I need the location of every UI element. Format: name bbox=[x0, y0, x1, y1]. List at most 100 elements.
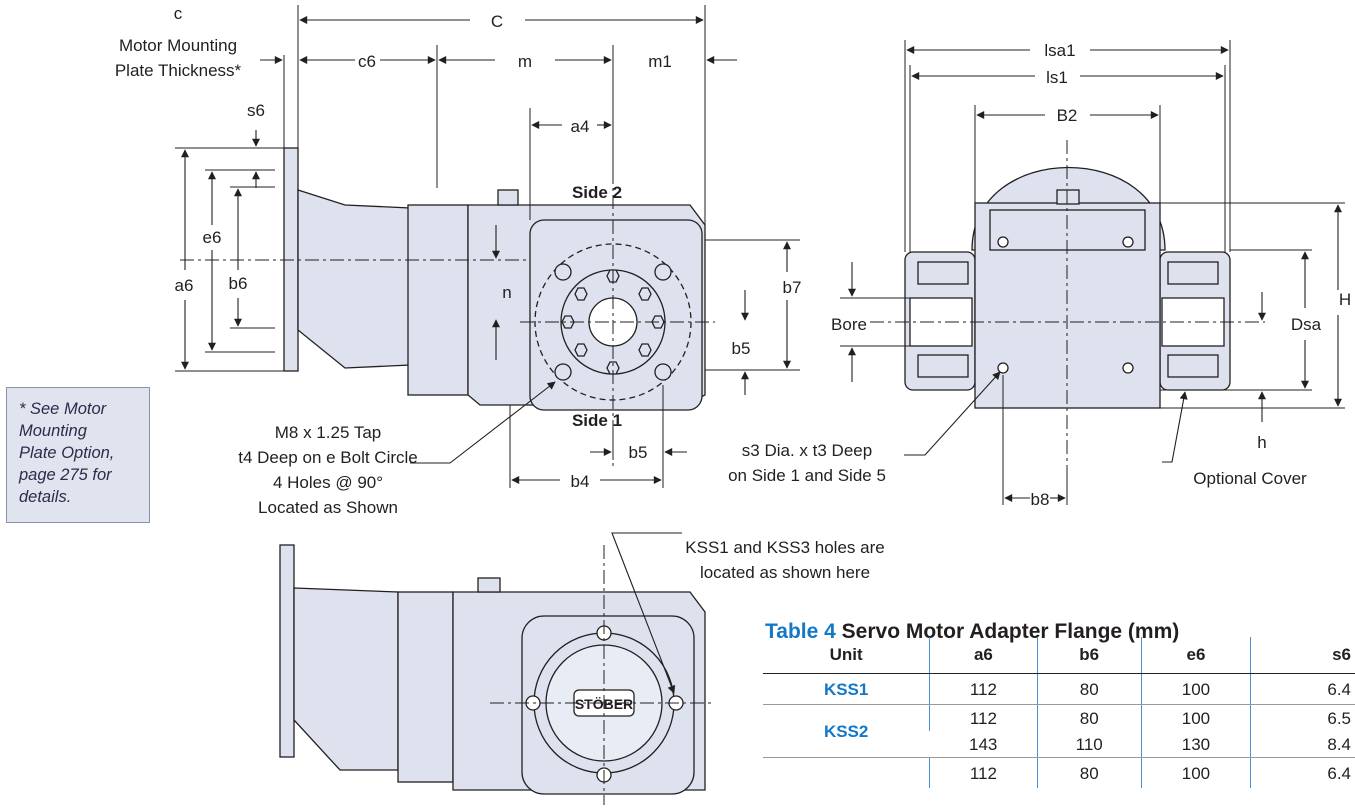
front-dimension-lines bbox=[181, 16, 791, 484]
header-e6: e6 bbox=[1140, 637, 1251, 674]
note-line: Mounting bbox=[19, 422, 87, 440]
side-bearing bbox=[1167, 261, 1219, 285]
cell-b6: 110 bbox=[1036, 731, 1142, 758]
dim-lsa1: lsa1 bbox=[1044, 41, 1075, 60]
cell-b6: 80 bbox=[1036, 704, 1142, 731]
dim-m1: m1 bbox=[648, 52, 672, 71]
note-line: details. bbox=[19, 488, 72, 506]
kss-note-line1: KSS1 and KSS3 holes are bbox=[685, 538, 884, 557]
tap-callout-line2: t4 Deep on e Bolt Circle bbox=[238, 448, 418, 467]
dim-C: C bbox=[491, 12, 503, 31]
cell-s6: 6.4 bbox=[1249, 757, 1355, 788]
bottom-adapter bbox=[293, 587, 399, 771]
cell-s6: 6.5 bbox=[1249, 704, 1355, 731]
dim-bore: Bore bbox=[831, 315, 867, 334]
side-extension-lines bbox=[840, 40, 1345, 505]
dim-e6: e6 bbox=[203, 228, 222, 247]
hub-bolt bbox=[638, 343, 652, 357]
cell-e6: 100 bbox=[1140, 673, 1251, 705]
dim-n: n bbox=[502, 283, 511, 302]
s3-callout-line2: on Side 1 and Side 5 bbox=[728, 466, 886, 485]
dim-b6: b6 bbox=[229, 274, 248, 293]
front-extension-lines bbox=[175, 5, 800, 488]
adapter-ring bbox=[407, 204, 469, 396]
adapter-flange-table: Unit a6 b6 e6 s6 KSS1 112 80 100 6.4 KSS… bbox=[763, 637, 1355, 788]
front-view bbox=[283, 147, 706, 411]
cell-s6: 8.4 bbox=[1249, 731, 1355, 758]
dim-ls1: ls1 bbox=[1046, 68, 1068, 87]
cell-unit bbox=[763, 758, 930, 789]
tap-hole bbox=[554, 263, 572, 281]
side-hole bbox=[997, 236, 1009, 248]
plate-thickness-line1: Motor Mounting bbox=[119, 36, 237, 55]
header-s6: s6 bbox=[1249, 637, 1355, 674]
breather-plug bbox=[497, 189, 519, 206]
cell-e6: 100 bbox=[1140, 704, 1251, 731]
tap-hole bbox=[554, 363, 572, 381]
bottom-plug bbox=[477, 577, 501, 593]
table-row: 112 80 100 6.4 bbox=[763, 757, 1355, 789]
cell-a6: 143 bbox=[929, 731, 1038, 758]
dim-b5-bottom: b5 bbox=[629, 443, 648, 462]
side-2-label: Side 2 bbox=[572, 183, 622, 202]
dim-c: c bbox=[174, 4, 183, 23]
side-hole bbox=[997, 362, 1009, 374]
tap-hole bbox=[654, 263, 672, 281]
cell-b6: 80 bbox=[1036, 673, 1142, 705]
note-line: Plate Option, bbox=[19, 444, 115, 462]
dim-B2: B2 bbox=[1057, 106, 1078, 125]
kss-note-line2: located as shown here bbox=[700, 563, 870, 582]
hub-bolt bbox=[574, 343, 588, 357]
dimension-labels: c Motor Mounting Plate Thickness* C c6 m… bbox=[115, 4, 1351, 582]
adapter-flange bbox=[297, 189, 411, 369]
header-b6: b6 bbox=[1036, 637, 1142, 674]
side-hole bbox=[1122, 236, 1134, 248]
cell-a6: 112 bbox=[929, 757, 1038, 788]
dim-Dsa: Dsa bbox=[1291, 315, 1322, 334]
s3-callout-line1: s3 Dia. x t3 Deep bbox=[742, 441, 872, 460]
hub-bolt bbox=[638, 287, 652, 301]
side-1-label: Side 1 bbox=[572, 411, 622, 430]
side-plug bbox=[1056, 189, 1080, 205]
bottom-adapter-ring bbox=[397, 591, 454, 783]
dim-a4: a4 bbox=[571, 117, 590, 136]
cell-a6: 112 bbox=[929, 704, 1038, 731]
motor-plate-note: * See Motor Mounting Plate Option, page … bbox=[6, 387, 150, 523]
bottom-view bbox=[279, 544, 706, 795]
dim-H: H bbox=[1339, 290, 1351, 309]
hub-bolt bbox=[574, 287, 588, 301]
cell-e6: 130 bbox=[1140, 731, 1251, 758]
note-line: page 275 for bbox=[19, 466, 112, 484]
header-unit: Unit bbox=[763, 637, 930, 674]
tap-callout-line4: Located as Shown bbox=[258, 498, 398, 517]
optional-cover-label: Optional Cover bbox=[1193, 469, 1307, 488]
side-bearing bbox=[1167, 354, 1219, 378]
tap-hole bbox=[654, 363, 672, 381]
table-row: KSS2 112 80 100 6.5 bbox=[763, 704, 1355, 758]
tap-callout-line1: M8 x 1.25 Tap bbox=[275, 423, 381, 442]
bottom-centerlines bbox=[490, 545, 715, 805]
dim-c6: c6 bbox=[358, 52, 376, 71]
hub-bolt bbox=[561, 315, 575, 329]
dim-b7: b7 bbox=[783, 278, 802, 297]
dim-b4: b4 bbox=[571, 472, 590, 491]
table-header-row: Unit a6 b6 e6 s6 bbox=[763, 637, 1355, 674]
side-hole bbox=[1122, 362, 1134, 374]
side-centerlines bbox=[870, 140, 1265, 470]
tap-callout-line3: 4 Holes @ 90° bbox=[273, 473, 383, 492]
dim-a6: a6 bbox=[175, 276, 194, 295]
cell-unit: KSS2 bbox=[763, 704, 930, 758]
header-a6: a6 bbox=[929, 637, 1038, 674]
plate-thickness-line2: Plate Thickness* bbox=[115, 61, 242, 80]
cell-s6: 6.4 bbox=[1249, 673, 1355, 705]
cell-e6: 100 bbox=[1140, 757, 1251, 788]
side-dimension-lines bbox=[848, 46, 1342, 502]
side-bearing bbox=[917, 261, 969, 285]
cell-b6: 80 bbox=[1036, 757, 1142, 788]
table-row: KSS1 112 80 100 6.4 bbox=[763, 673, 1355, 705]
bottom-motor-plate bbox=[279, 544, 295, 758]
cell-unit: KSS1 bbox=[763, 673, 930, 705]
table-row: 143 110 130 8.4 bbox=[763, 731, 1355, 758]
dim-b8: b8 bbox=[1031, 490, 1050, 509]
note-line: * See Motor bbox=[19, 400, 107, 418]
